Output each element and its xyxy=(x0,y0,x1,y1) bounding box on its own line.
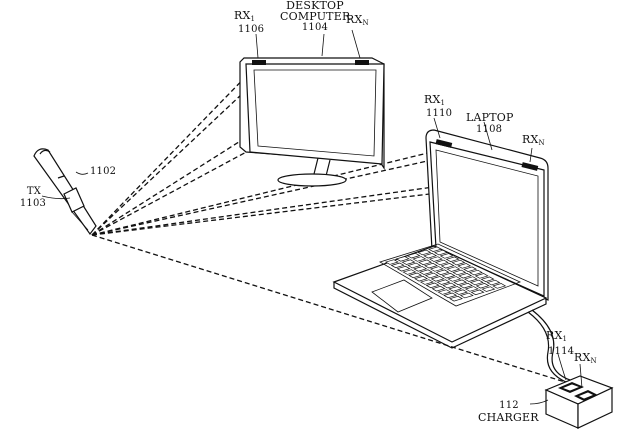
keyboard-key xyxy=(436,279,451,285)
laptop-title: LAPTOP xyxy=(466,111,514,124)
keyboard-key xyxy=(418,259,433,266)
desktop-ref: 1104 xyxy=(301,22,329,33)
keyboard-key xyxy=(453,279,468,286)
keyboard-key xyxy=(492,283,507,289)
keyboard-key xyxy=(469,279,484,286)
keyboard-key xyxy=(429,266,444,272)
laptop-rx1-label: RX1 xyxy=(424,93,446,107)
laptop-rx1-sensor xyxy=(435,139,453,148)
stylus-ref: 1102 xyxy=(90,166,117,177)
keyboard-key xyxy=(390,262,405,269)
keyboard-key xyxy=(434,259,449,266)
charger-rx1-ref: 1114 xyxy=(548,346,575,357)
desktop-rxn-sensor xyxy=(355,60,369,65)
keyboard-key xyxy=(435,269,450,276)
keyboard-key xyxy=(439,253,454,259)
keyboard-key xyxy=(449,295,463,302)
keyboard-key xyxy=(406,252,421,259)
signal-line-desktop-1 xyxy=(91,93,243,236)
charger-rxn-label: RXN xyxy=(574,351,597,365)
keyboard-key xyxy=(428,246,443,252)
keyboard-key xyxy=(458,273,473,279)
signal-line-charger xyxy=(91,234,566,383)
desktop-rx1-label: RX1 xyxy=(234,9,256,23)
keyboard-key xyxy=(437,289,452,295)
signal-line-laptop-rx1 xyxy=(91,149,441,236)
keyboard-key xyxy=(445,256,460,262)
keyboard-key xyxy=(424,272,439,279)
keyboard-key xyxy=(481,286,496,292)
keyboard-key xyxy=(423,253,438,259)
tx-label: TX xyxy=(26,186,42,197)
keyboard-key xyxy=(433,249,448,256)
keyboard-key xyxy=(442,282,457,289)
keyboard-key xyxy=(448,286,463,292)
laptop-rxn-label: RXN xyxy=(522,133,545,147)
keyboard-key xyxy=(408,272,423,279)
desktop-computer xyxy=(239,57,385,187)
signal-line-laptop-1 xyxy=(91,159,433,236)
stylus xyxy=(33,148,97,236)
laptop-ref: 1108 xyxy=(476,124,503,135)
keyboard-key xyxy=(440,263,455,269)
keyboard-key xyxy=(424,262,438,269)
keyboard-key xyxy=(463,266,478,272)
keyboard-key xyxy=(446,266,461,272)
keyboard-key xyxy=(419,269,433,275)
keyboard-key xyxy=(407,262,422,269)
keyboard-key xyxy=(447,276,462,282)
keyboard-key xyxy=(430,276,445,282)
keyboard-key xyxy=(457,263,472,269)
desktop-title-line1: DESKTOP xyxy=(286,0,344,12)
keyboard-key xyxy=(441,272,456,279)
keyboard-key xyxy=(459,282,473,289)
keyboard-key xyxy=(463,276,478,282)
keyboard-key xyxy=(486,279,501,286)
desktop-rx1-ref: 1106 xyxy=(238,24,265,35)
keyboard-key xyxy=(417,249,432,256)
laptop xyxy=(332,129,549,349)
keyboard-key xyxy=(401,259,416,265)
tx-ref: 1103 xyxy=(19,198,47,209)
charging-cable xyxy=(527,311,567,383)
laptop-keyboard xyxy=(384,246,507,302)
keyboard-key xyxy=(414,275,428,282)
keyboard-key xyxy=(413,266,428,272)
laptop-rx1-ref: 1110 xyxy=(426,108,453,119)
keyboard-key xyxy=(396,265,411,272)
keyboard-key xyxy=(384,259,399,265)
keyboard-key xyxy=(451,259,466,266)
charger-ref: 112 xyxy=(499,400,519,411)
laptop-rxn-sensor xyxy=(521,162,539,171)
keyboard-key xyxy=(459,292,474,299)
keyboard-key xyxy=(419,279,434,285)
keyboard-key xyxy=(464,286,479,292)
keyboard-key xyxy=(395,256,410,262)
signal-line-desktop-2 xyxy=(91,149,251,236)
keyboard-key xyxy=(452,269,467,276)
signal-line-desktop-rx1 xyxy=(91,63,259,236)
charger-title: CHARGER xyxy=(478,411,539,424)
leader-lines xyxy=(41,29,583,405)
keyboard-key xyxy=(443,292,458,299)
keyboard-key xyxy=(425,282,440,289)
desktop-title-line2: COMPUTER xyxy=(280,10,351,23)
keyboard-key xyxy=(475,283,490,289)
keyboard-key xyxy=(474,273,489,279)
charger xyxy=(544,375,614,429)
desktop-rxn-label: RXN xyxy=(346,13,369,27)
keyboard-key xyxy=(454,289,468,295)
keyboard-key xyxy=(468,269,483,276)
desktop-rx1-sensor xyxy=(252,60,266,65)
charger-rx1-label: RX1 xyxy=(546,329,568,343)
keyboard-key xyxy=(428,256,443,262)
keyboard-key xyxy=(412,256,427,262)
keyboard-key xyxy=(431,285,446,292)
keyboard-key xyxy=(470,289,485,296)
keyboard-key xyxy=(402,269,417,275)
keyboard-key xyxy=(480,276,495,282)
